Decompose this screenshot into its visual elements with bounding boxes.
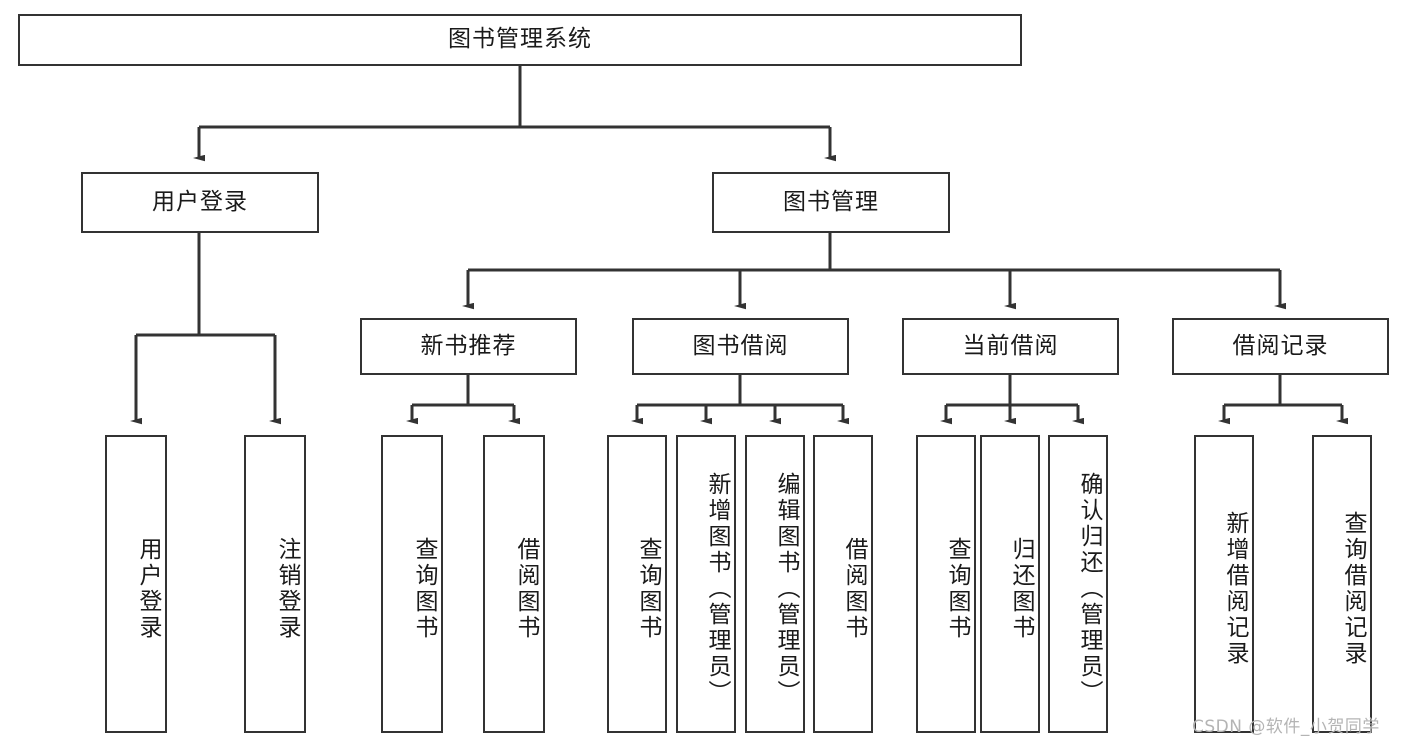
node-label: 查询图书 xyxy=(411,537,437,641)
node-label: 查询图书 xyxy=(635,537,661,641)
watermark: CSDN @软件_小贺同学 xyxy=(1192,717,1380,737)
leaf-book-borrow-query[interactable]: 查询图书 xyxy=(607,435,667,733)
leaf-current-borrow-confirm[interactable]: 确认归还（管理员） xyxy=(1048,435,1108,733)
node-label: 借阅图书 xyxy=(513,537,539,641)
leaf-current-borrow-return[interactable]: 归还图书 xyxy=(980,435,1040,733)
leaf-borrow-record-add[interactable]: 新增借阅记录 xyxy=(1194,435,1254,733)
node-label: 新增借阅记录 xyxy=(1222,511,1248,667)
node-label: 用户登录 xyxy=(135,537,161,641)
leaf-current-borrow-query[interactable]: 查询图书 xyxy=(916,435,976,733)
node-label: 新增图书（管理员） xyxy=(704,472,730,706)
node-label: 查询图书 xyxy=(944,537,970,641)
node-label: 借阅记录 xyxy=(1232,332,1329,359)
node-label: 注销登录 xyxy=(274,537,300,641)
leaf-user-login-logout[interactable]: 注销登录 xyxy=(244,435,306,733)
leaf-new-book-query[interactable]: 查询图书 xyxy=(381,435,443,733)
node-label: 归还图书 xyxy=(1008,537,1034,641)
leaf-user-login-login[interactable]: 用户登录 xyxy=(105,435,167,733)
node-book-borrow[interactable]: 图书借阅 xyxy=(632,318,849,375)
node-user-login[interactable]: 用户登录 xyxy=(81,172,319,233)
node-book-management[interactable]: 图书管理 xyxy=(712,172,950,233)
node-new-book-recommend[interactable]: 新书推荐 xyxy=(360,318,577,375)
node-label: 借阅图书 xyxy=(841,537,867,641)
node-label: 确认归还（管理员） xyxy=(1076,472,1102,706)
node-root-system[interactable]: 图书管理系统 xyxy=(18,14,1022,66)
node-label: 图书管理 xyxy=(783,188,879,215)
leaf-borrow-record-query[interactable]: 查询借阅记录 xyxy=(1312,435,1372,733)
node-label: 当前借阅 xyxy=(962,332,1059,359)
leaf-new-book-borrow[interactable]: 借阅图书 xyxy=(483,435,545,733)
node-current-borrow[interactable]: 当前借阅 xyxy=(902,318,1119,375)
leaf-book-borrow-borrow[interactable]: 借阅图书 xyxy=(813,435,873,733)
node-borrow-record[interactable]: 借阅记录 xyxy=(1172,318,1389,375)
node-label: 用户登录 xyxy=(152,188,248,215)
node-label: 查询借阅记录 xyxy=(1340,511,1366,667)
leaf-book-borrow-edit[interactable]: 编辑图书（管理员） xyxy=(745,435,805,733)
node-label: 新书推荐 xyxy=(420,332,517,359)
node-label: 图书管理系统 xyxy=(448,26,592,53)
node-label: 图书借阅 xyxy=(692,332,789,359)
node-label: 编辑图书（管理员） xyxy=(773,472,799,706)
leaf-book-borrow-add[interactable]: 新增图书（管理员） xyxy=(676,435,736,733)
